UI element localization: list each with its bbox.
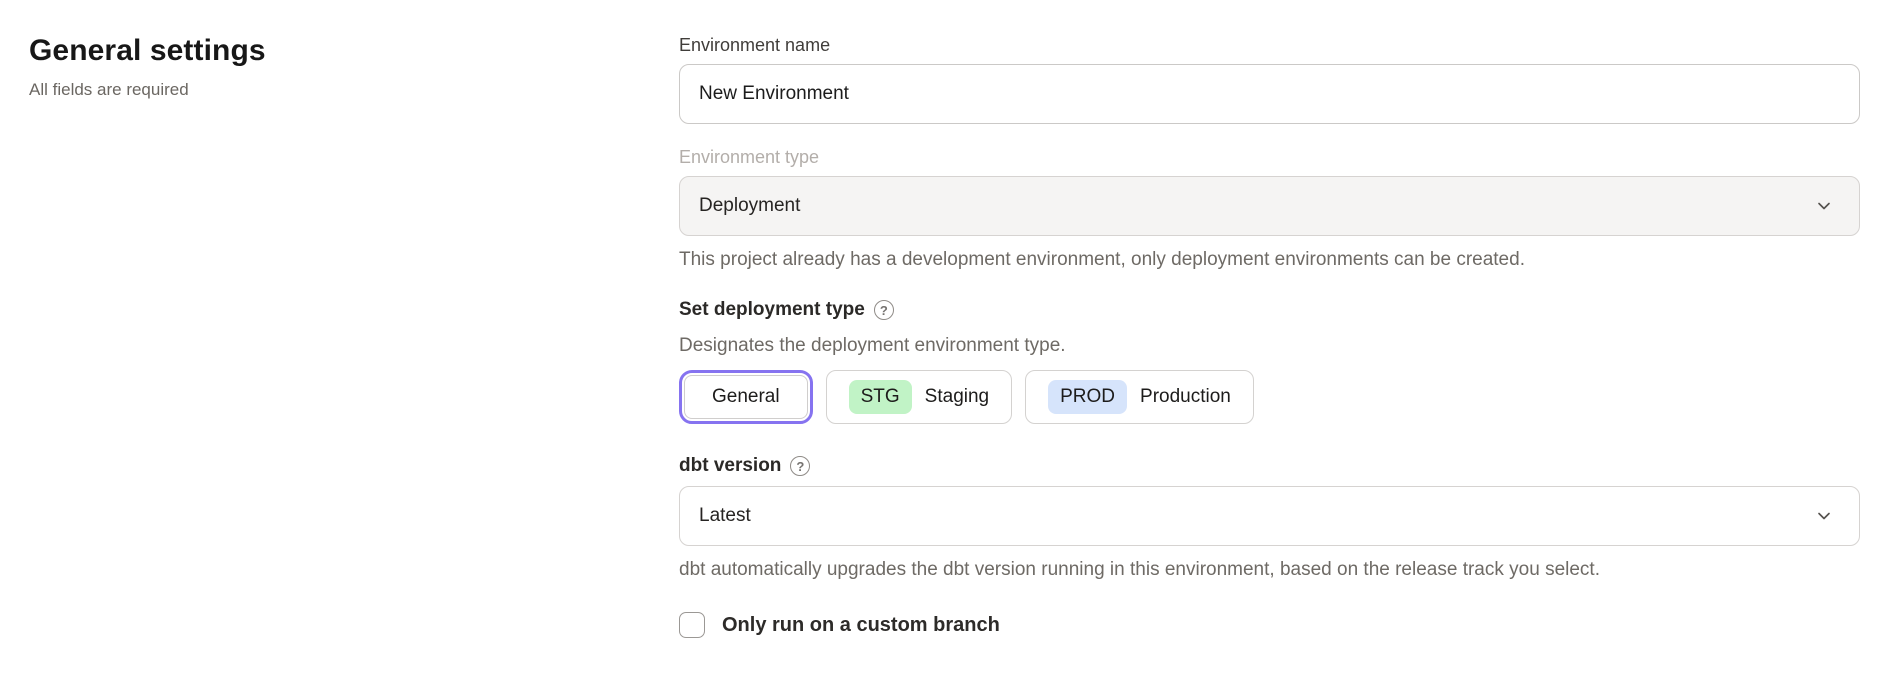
option-general-label: General [712, 386, 780, 407]
custom-branch-row: Only run on a custom branch [679, 612, 1860, 638]
deployment-type-label: Set deployment type [679, 299, 865, 320]
settings-intro: General settings All fields are required [29, 34, 589, 100]
deployment-type-description: Designates the deployment environment ty… [679, 335, 1066, 356]
environment-name-input[interactable] [679, 64, 1860, 124]
environment-type-helper: This project already has a development e… [679, 249, 1525, 270]
production-badge: PROD [1048, 380, 1128, 414]
dbt-version-value: Latest [699, 505, 751, 526]
help-icon[interactable]: ? [873, 300, 894, 320]
environment-name-label: Environment name [679, 35, 831, 55]
environment-type-value: Deployment [699, 195, 801, 216]
chevron-down-icon [1818, 512, 1830, 520]
chevron-down-icon [1818, 202, 1830, 210]
help-icon[interactable]: ? [790, 456, 811, 476]
dbt-version-select[interactable]: Latest [679, 486, 1860, 546]
deployment-type-option-general[interactable]: General [684, 375, 808, 419]
environment-type-label: Environment type [679, 147, 820, 167]
custom-branch-checkbox[interactable] [679, 612, 705, 638]
option-production-label: Production [1140, 386, 1231, 407]
option-staging-label: Staging [924, 386, 990, 407]
environment-type-select[interactable]: Deployment [679, 176, 1860, 236]
custom-branch-label[interactable]: Only run on a custom branch [722, 613, 1000, 636]
dbt-version-helper: dbt automatically upgrades the dbt versi… [679, 559, 1600, 580]
staging-badge: STG [848, 380, 912, 414]
dbt-version-label: dbt version [679, 455, 782, 476]
deployment-type-option-staging[interactable]: STG Staging [825, 370, 1013, 424]
page-title: General settings [29, 34, 266, 67]
deployment-type-option-general-ring: General [679, 370, 813, 424]
deployment-type-options: General STG Staging PROD Production [679, 370, 1860, 424]
page-subtitle: All fields are required [29, 80, 189, 99]
environment-form: Environment name Environment type Deploy… [679, 34, 1860, 638]
deployment-type-option-production[interactable]: PROD Production [1025, 370, 1254, 424]
